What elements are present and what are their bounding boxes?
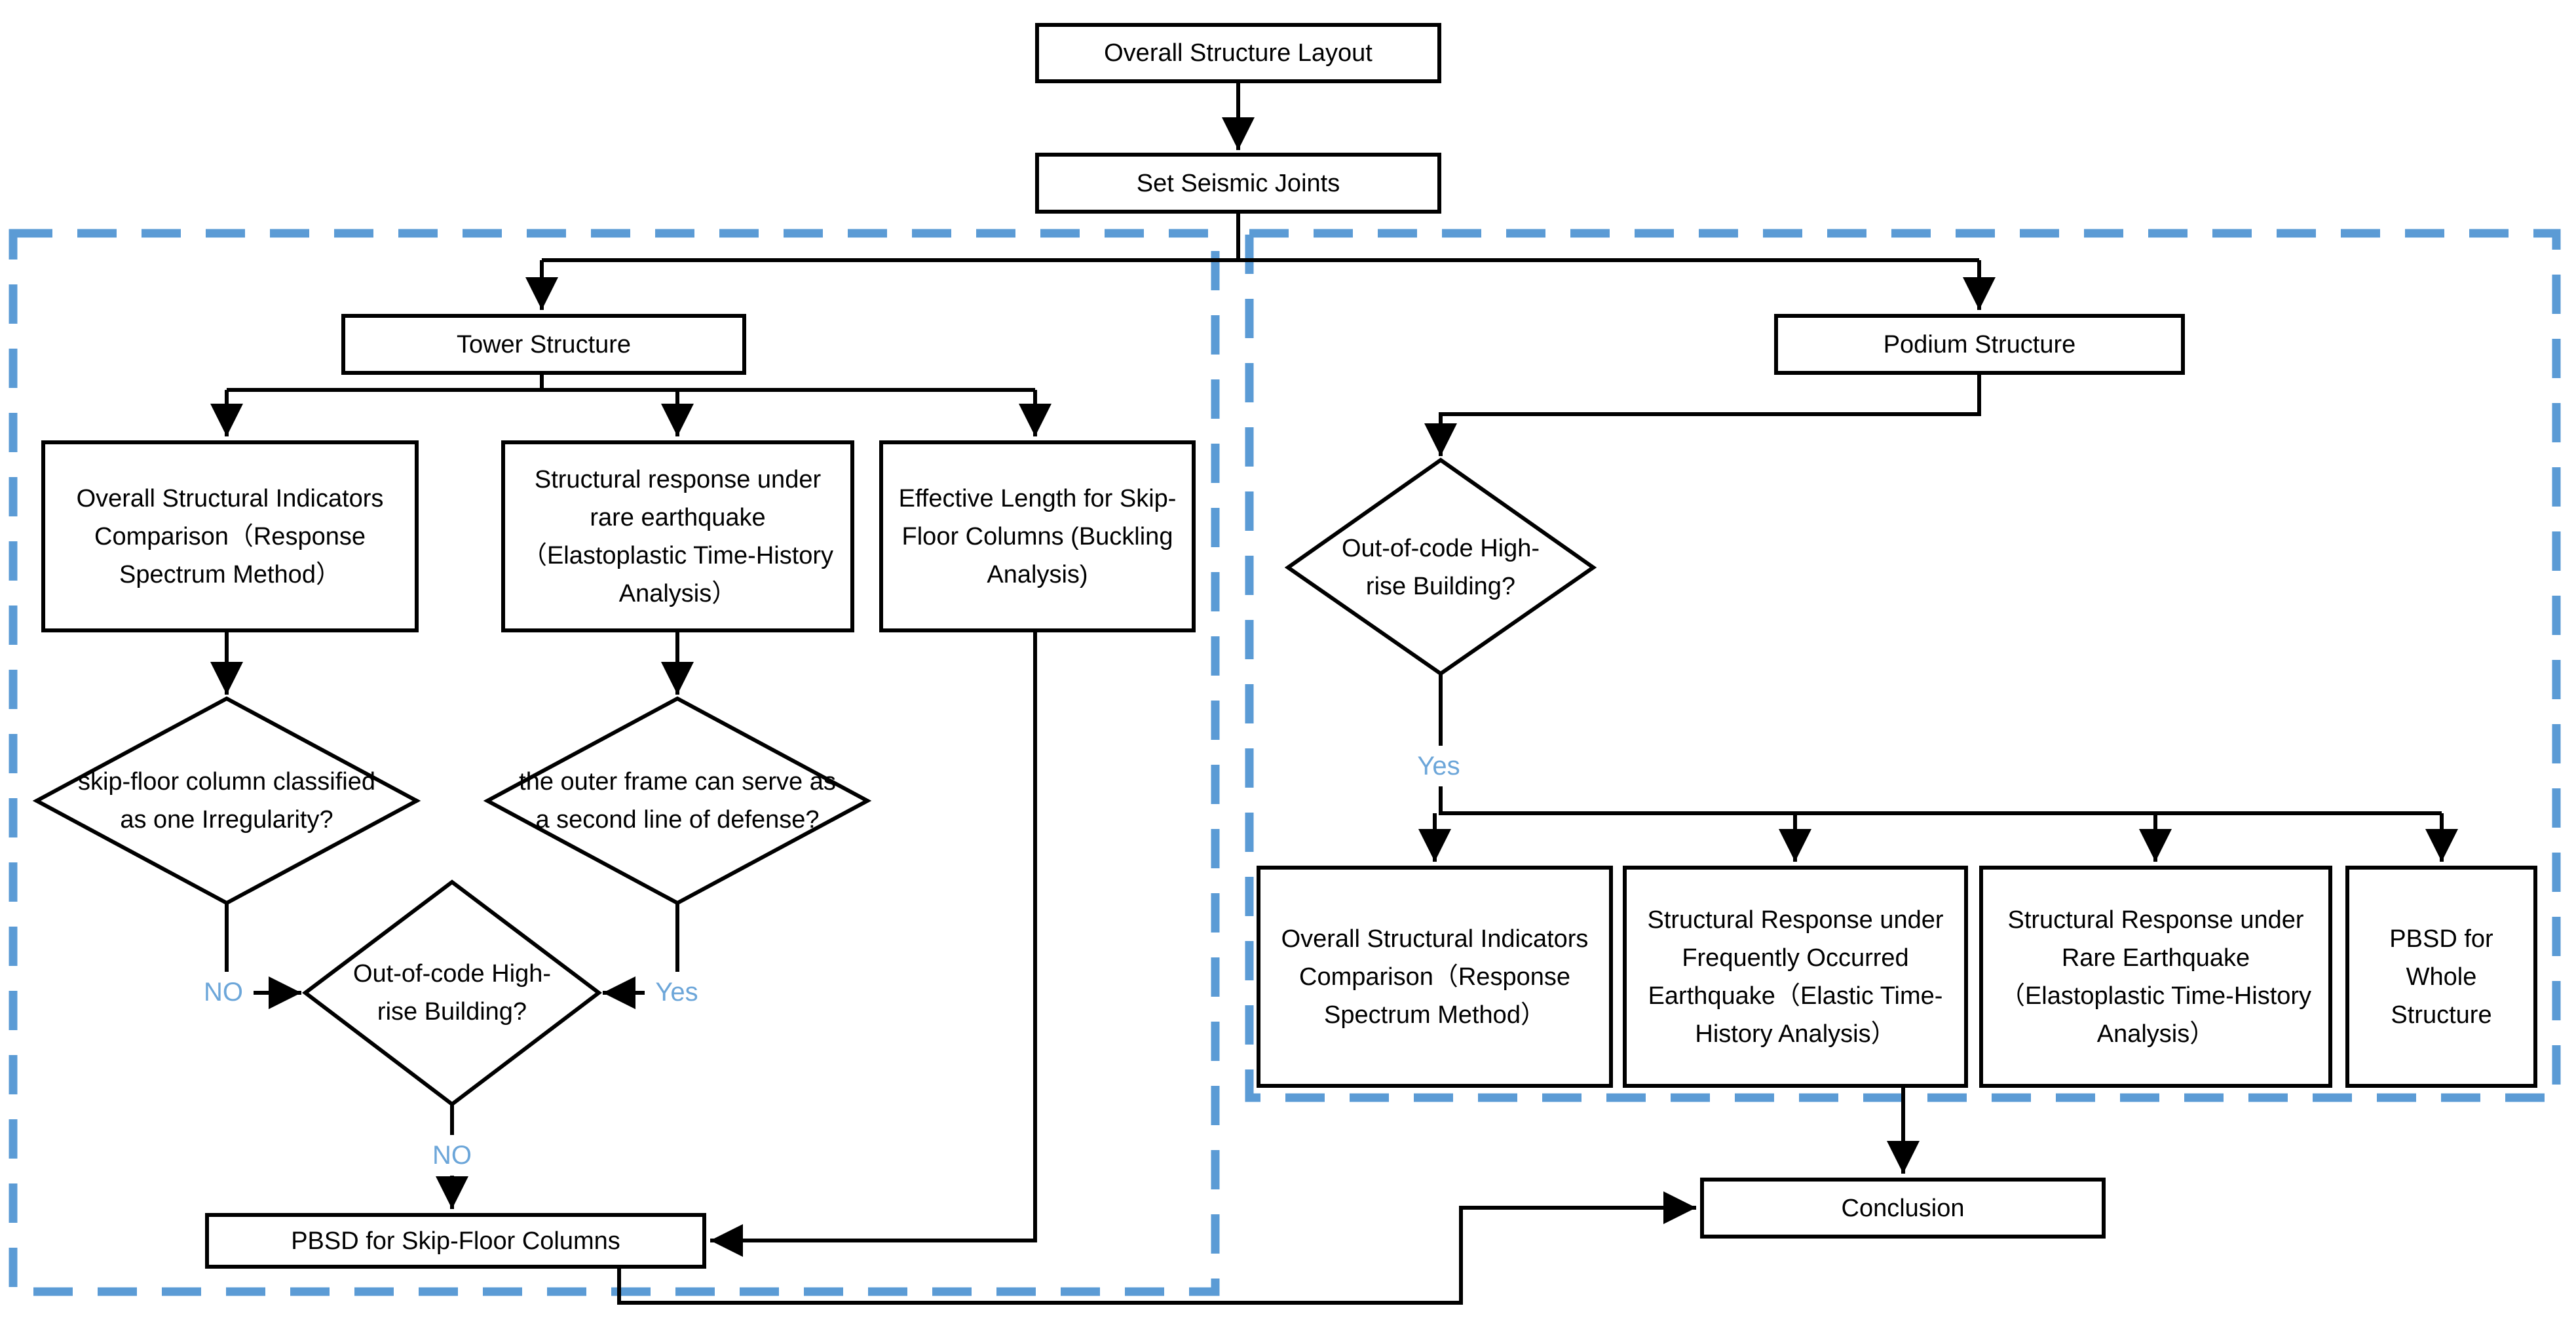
connector-effective-length-to-pbsd xyxy=(710,632,1037,1257)
decision-skip-floor-irregularity-shape xyxy=(32,696,421,906)
decision-skip-floor-irregularity-text: skip-floor column classified as one Irre… xyxy=(77,768,376,834)
branch-label-tower-no: NO xyxy=(193,972,254,1012)
connector-podium-to-outofcode xyxy=(1424,375,1981,456)
branch-label-podium-yes: Yes xyxy=(1406,746,1471,786)
branch-label-tower-yes: Yes xyxy=(645,972,709,1012)
node-podium-indicators-comparison: Overall Structural Indicators Comparison… xyxy=(1257,866,1613,1088)
connector-tower-collector xyxy=(227,375,1035,392)
connector-joints-split xyxy=(542,214,1979,262)
node-podium-structure: Podium Structure xyxy=(1774,314,2185,375)
node-tower-indicators-comparison: Overall Structural Indicators Comparison… xyxy=(41,440,419,632)
decision-tower-out-of-code-shape xyxy=(302,879,602,1107)
node-podium-rare-earthquake-response: Structural Response under Rare Earthquak… xyxy=(1979,866,2332,1088)
node-podium-frequent-earthquake-response: Structural Response under Frequently Occ… xyxy=(1623,866,1968,1088)
podium-dashed-region xyxy=(1245,229,2561,1102)
decision-outer-frame-defense-shape xyxy=(483,696,872,906)
decision-podium-out-of-code-text: Out-of-code High-rise Building? xyxy=(1341,535,1540,600)
node-effective-length-buckling: Effective Length for Skip-Floor Columns … xyxy=(879,440,1196,632)
tower-dashed-region xyxy=(9,229,1220,1296)
decision-tower-out-of-code-text: Out-of-code High-rise Building? xyxy=(352,960,551,1026)
connector-podium-collector xyxy=(1439,674,2442,815)
node-tower-structure: Tower Structure xyxy=(341,314,746,375)
node-set-seismic-joints: Set Seismic Joints xyxy=(1035,153,1441,214)
node-overall-structure-layout: Overall Structure Layout xyxy=(1035,23,1441,83)
decision-outer-frame-defense-text: the outer frame can serve as a second li… xyxy=(519,768,836,834)
decision-podium-out-of-code-shape xyxy=(1284,457,1597,676)
node-pbsd-skip-floor-columns: PBSD for Skip-Floor Columns xyxy=(205,1213,706,1269)
node-pbsd-whole-structure: PBSD for Whole Structure xyxy=(2345,866,2537,1088)
connector-pbsd-to-conclusion xyxy=(617,1191,1696,1305)
node-tower-rare-earthquake-response: Structural response under rare earthquak… xyxy=(501,440,854,632)
node-conclusion: Conclusion xyxy=(1700,1178,2106,1239)
branch-label-tower-no-bottom: NO xyxy=(422,1135,482,1176)
